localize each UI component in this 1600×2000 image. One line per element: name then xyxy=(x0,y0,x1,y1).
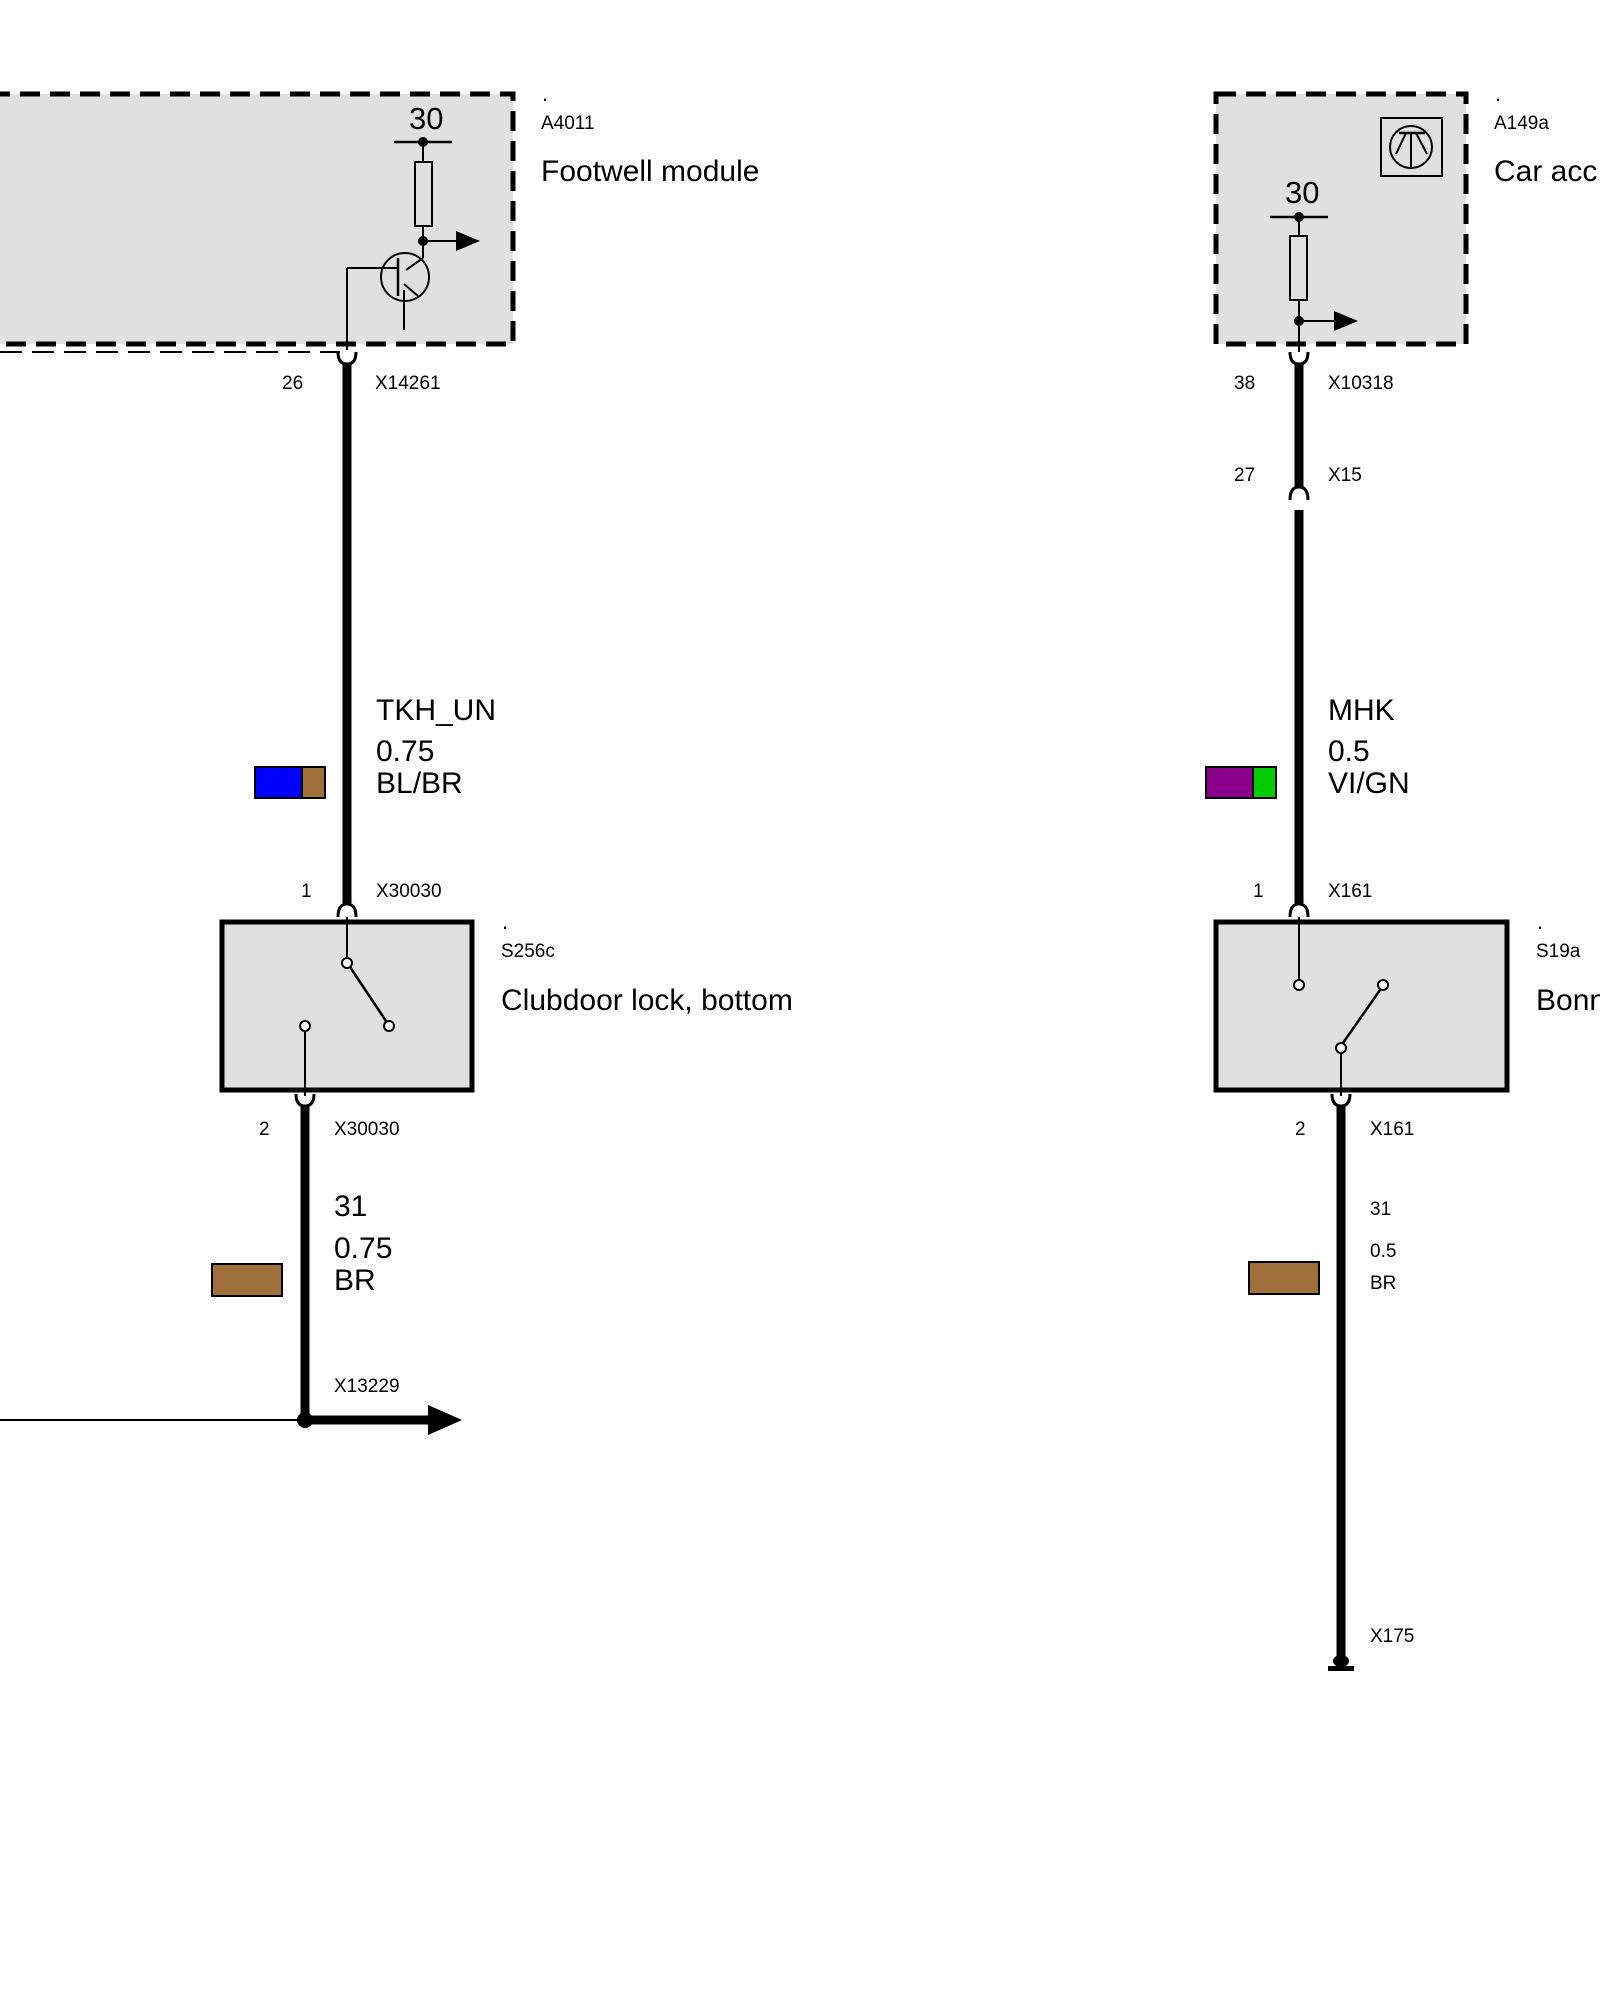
bonnet-switch-left-contact xyxy=(1293,979,1305,991)
ground-icon xyxy=(1328,1655,1354,1671)
mhk-color-swatch xyxy=(1205,766,1277,799)
x161-top-name: X161 xyxy=(1328,881,1372,902)
transistor-symbol-leg-r xyxy=(1415,132,1428,155)
connector-x10318-symbol xyxy=(1288,351,1310,366)
s19a-name: Bonn xyxy=(1536,984,1600,1017)
switch-lever xyxy=(348,966,388,1022)
x14261-name: X14261 xyxy=(375,373,441,394)
connector-x15-symbol xyxy=(1288,485,1310,501)
transistor-symbol-leg-l xyxy=(1395,132,1407,155)
switch-top-contact xyxy=(341,957,353,969)
switch-left-contact xyxy=(299,1020,311,1032)
s256c-dot: . xyxy=(502,909,508,934)
tkh-un-color-swatch xyxy=(254,766,326,799)
tkh-un-size: 0.75 xyxy=(376,735,434,768)
x13229-name: X13229 xyxy=(334,1376,400,1397)
footwell-module: 30 xyxy=(0,91,516,353)
ground-left-signal: 31 xyxy=(334,1190,367,1223)
ground-right-signal: 31 xyxy=(1370,1199,1391,1220)
a149a-dot: . xyxy=(1495,81,1501,106)
output-arrow-icon-right xyxy=(1334,311,1358,331)
s19a-code: S19a xyxy=(1536,941,1581,962)
mhk-signal: MHK xyxy=(1328,694,1395,727)
x161-bottom-name: X161 xyxy=(1370,1119,1414,1140)
s19a-dot: . xyxy=(1537,909,1543,934)
bonnet-switch-right-contact xyxy=(1377,979,1389,991)
car-access-module: 30 xyxy=(1213,91,1469,352)
s256c-name: Clubdoor lock, bottom xyxy=(501,984,793,1017)
terminal-30-label: 30 xyxy=(409,101,443,136)
x161-top-pin: 1 xyxy=(1253,881,1264,902)
ground-right-color-swatch xyxy=(1248,1261,1320,1295)
transistor-emitter xyxy=(403,283,419,297)
x161-bottom-pin: 2 xyxy=(1295,1119,1306,1140)
bonnet-switch-bottom-contact xyxy=(1335,1042,1347,1054)
tkh-un-signal: TKH_UN xyxy=(376,694,496,727)
a149a-name: Car acc xyxy=(1494,155,1597,188)
a4011-dot: . xyxy=(542,81,548,106)
ground-left-size: 0.75 xyxy=(334,1232,392,1265)
tkh-un-color-code: BL/BR xyxy=(376,767,463,800)
x14261-pin: 26 xyxy=(282,373,303,394)
connector-x14261-symbol xyxy=(336,351,358,366)
bonnet-switch xyxy=(1213,917,1510,1096)
x10318-pin: 38 xyxy=(1234,373,1255,394)
ground-left-color-swatch xyxy=(211,1263,283,1297)
resistor-icon xyxy=(414,161,433,227)
x30030-top-name: X30030 xyxy=(376,881,442,902)
connector-x161-top-symbol xyxy=(1288,902,1310,918)
ground-left-color-code: BR xyxy=(334,1264,376,1297)
x30030-bottom-pin: 2 xyxy=(259,1119,270,1140)
resistor-icon-right xyxy=(1289,235,1308,301)
mhk-color-code: VI/GN xyxy=(1328,767,1410,800)
transistor-collector xyxy=(405,257,424,271)
a4011-code: A4011 xyxy=(541,113,595,134)
bonnet-switch-box xyxy=(1213,919,1510,1093)
x15-name: X15 xyxy=(1328,465,1362,486)
x30030-bottom-name: X30030 xyxy=(334,1119,400,1140)
a149a-code: A149a xyxy=(1494,113,1549,134)
ground-right-size: 0.5 xyxy=(1370,1241,1396,1262)
clubdoor-lock-switch xyxy=(219,917,475,1096)
x13229-arrow-icon xyxy=(428,1405,462,1435)
x175-name: X175 xyxy=(1370,1626,1414,1647)
terminal-30-label-right: 30 xyxy=(1285,175,1319,210)
x30030-top-pin: 1 xyxy=(301,881,312,902)
x10318-name: X10318 xyxy=(1328,373,1394,394)
a4011-name: Footwell module xyxy=(541,155,759,188)
x15-pin: 27 xyxy=(1234,465,1255,486)
ground-right-color-code: BR xyxy=(1370,1273,1396,1294)
s256c-code: S256c xyxy=(501,941,555,962)
connector-x30030-top-symbol xyxy=(336,902,358,918)
switch-right-contact xyxy=(383,1020,395,1032)
bonnet-switch-lever xyxy=(1341,989,1382,1044)
output-arrow-icon xyxy=(456,231,480,251)
mhk-size: 0.5 xyxy=(1328,735,1370,768)
